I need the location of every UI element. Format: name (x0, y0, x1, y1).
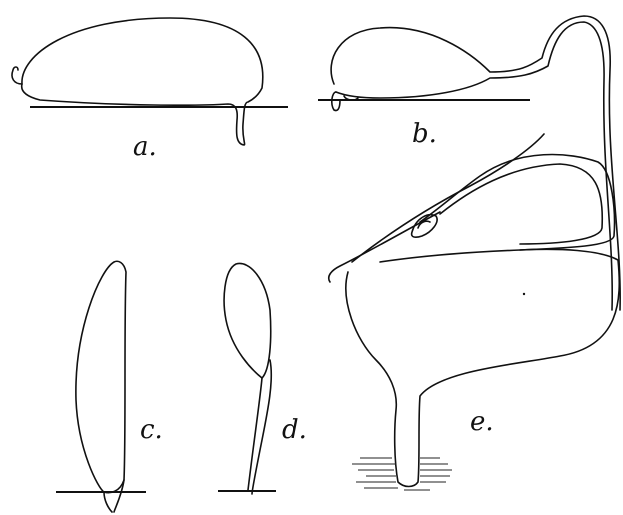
panel-c: c. (56, 261, 163, 512)
panel-b-outline (331, 16, 620, 310)
panel-a-label: a. (133, 132, 157, 162)
panel-a: a. (12, 18, 288, 162)
panel-e-body (346, 249, 619, 486)
panel-d-label: d. (282, 415, 307, 445)
panel-a-tip (12, 67, 22, 84)
panel-c-label: c. (140, 415, 163, 445)
panel-d-stalk (248, 360, 271, 494)
panel-e-label: e. (470, 407, 494, 437)
panel-e-flap (420, 154, 614, 250)
panel-d-outline (224, 263, 271, 378)
panel-e-leaf (352, 134, 544, 262)
panel-e-flap-inner (440, 164, 602, 244)
panel-a-outline (22, 18, 263, 145)
panel-e: e. (329, 134, 620, 490)
panel-e-dot (523, 293, 525, 295)
panel-b: b. (318, 16, 620, 310)
panel-d: d. (218, 263, 307, 494)
panel-c-outline (76, 261, 126, 492)
panel-b-label: b. (412, 119, 437, 149)
